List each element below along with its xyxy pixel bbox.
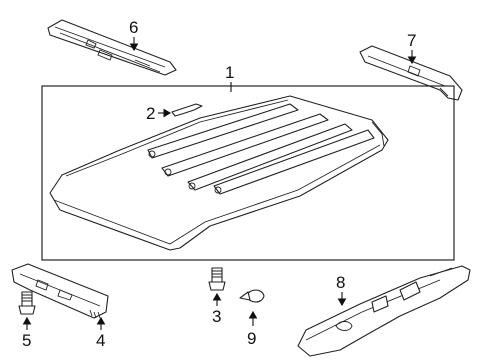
- part-9-clip[interactable]: [239, 289, 265, 303]
- callout-8-label: 8: [336, 273, 345, 292]
- part-6-roof-bow-front[interactable]: [47, 19, 177, 76]
- callout-7-label: 7: [407, 31, 416, 50]
- callout-9-label: 9: [247, 329, 256, 348]
- callout-4-label: 4: [96, 331, 105, 350]
- part-1-roof-panel[interactable]: [49, 95, 389, 251]
- part-7-roof-bow-rear[interactable]: [359, 45, 463, 101]
- callout-5-label: 5: [22, 331, 31, 350]
- part-4-rail-bracket[interactable]: [11, 263, 109, 319]
- callout-1-label: 1: [225, 63, 234, 82]
- part-5-bolt[interactable]: [18, 291, 36, 315]
- callout-3-label: 3: [212, 307, 221, 326]
- callout-2-label: 2: [146, 104, 155, 123]
- part-1-box: [41, 85, 455, 261]
- part-8-rear-header[interactable]: [297, 265, 471, 357]
- part-2-bracket[interactable]: [171, 103, 203, 117]
- callout-6-label: 6: [129, 18, 138, 37]
- part-3-bolt[interactable]: [208, 267, 226, 291]
